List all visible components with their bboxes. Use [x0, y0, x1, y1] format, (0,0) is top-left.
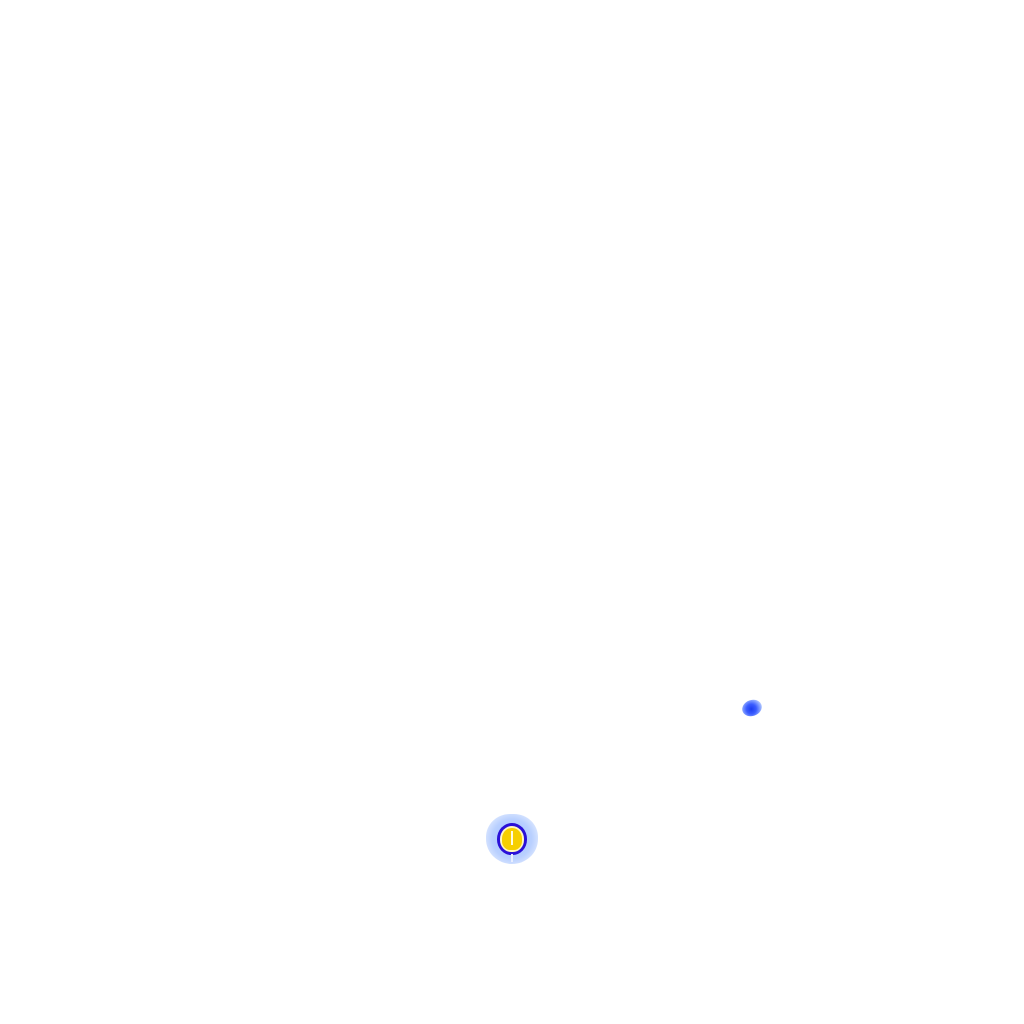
hotspot-tail	[511, 854, 513, 862]
hotspot-spark	[511, 831, 513, 845]
hotspot-main	[486, 814, 538, 864]
hotspot-small	[739, 697, 765, 719]
